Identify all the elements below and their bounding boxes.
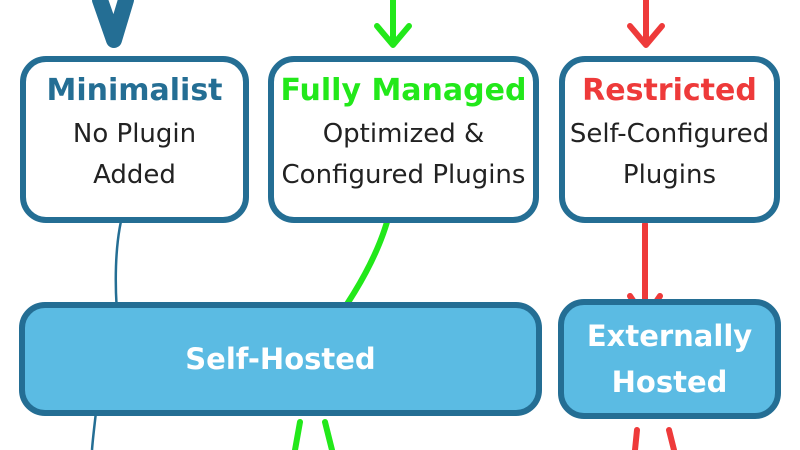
minimalist-box: Minimalist No Plugin Added <box>20 56 249 223</box>
outgoing-red-line-right <box>666 427 677 450</box>
outgoing-green-line-left <box>292 419 303 450</box>
fully-managed-box: Fully Managed Optimized & Configured Plu… <box>268 56 539 223</box>
outgoing-red-line-left <box>632 427 640 450</box>
externally-hosted-box: Externally Hosted <box>558 299 781 419</box>
incoming-red-arrow <box>627 0 665 48</box>
restricted-box: Restricted Self-Configured Plugins <box>559 56 780 223</box>
incoming-green-arrow <box>374 0 412 48</box>
incoming-blue-arrow <box>92 0 134 48</box>
outgoing-green-line-right <box>322 419 335 450</box>
fully-managed-title: Fully Managed <box>280 73 527 108</box>
restricted-description: Self-Configured Plugins <box>569 119 770 190</box>
minimalist-description: No Plugin Added <box>72 119 197 190</box>
minimalist-title: Minimalist <box>46 73 223 108</box>
restricted-title: Restricted <box>582 73 757 108</box>
self-hosted-box: Self-Hosted <box>19 302 542 416</box>
self-hosted-label: Self-Hosted <box>185 342 376 376</box>
fully-managed-description: Optimized & Configured Plugins <box>281 119 526 190</box>
externally-hosted-label: Externally Hosted <box>586 319 753 399</box>
